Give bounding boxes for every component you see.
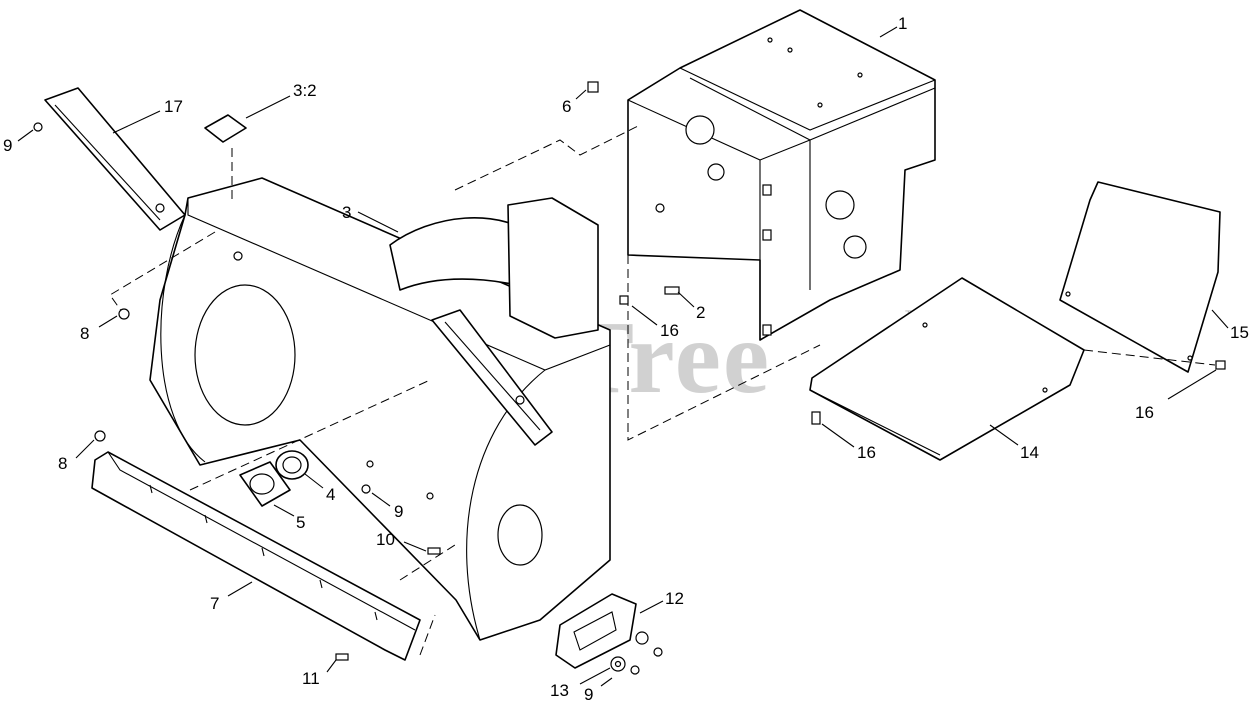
part-15-cover-plate[interactable] xyxy=(1059,181,1221,373)
callout-3: 3 xyxy=(342,203,351,222)
part-5-flange[interactable] xyxy=(239,461,291,507)
part-8-bolt-upper[interactable] xyxy=(118,308,130,320)
part-8-bolt-lower[interactable] xyxy=(94,430,106,442)
callout-10: 10 xyxy=(376,530,395,549)
part-3-2-decal[interactable] xyxy=(204,114,247,143)
callout-12: 12 xyxy=(665,589,684,608)
callout-1: 1 xyxy=(898,14,907,33)
callout-8-lower: 8 xyxy=(58,454,67,473)
part-4-bearing[interactable] xyxy=(275,450,309,480)
callout-9-c: 9 xyxy=(584,685,593,704)
callout-17: 17 xyxy=(164,97,183,116)
part-16-bolt-a[interactable] xyxy=(619,295,629,305)
callout-3-2: 3:2 xyxy=(293,81,317,100)
callout-11: 11 xyxy=(302,669,320,688)
part-9-nut-c[interactable] xyxy=(630,665,640,675)
callout-9-a: 9 xyxy=(3,136,12,155)
part-9-nut-b[interactable] xyxy=(361,484,371,494)
callout-2: 2 xyxy=(696,303,705,322)
callout-13: 13 xyxy=(550,681,569,700)
part-7-scraper-bar[interactable] xyxy=(91,451,421,661)
part-9-nut-a[interactable] xyxy=(33,122,43,132)
callout-15: 15 xyxy=(1230,323,1249,342)
part-2-bolt[interactable] xyxy=(664,286,680,295)
part-deflector-right[interactable] xyxy=(431,309,553,446)
part-16-bolt-c[interactable] xyxy=(1215,360,1226,370)
part-13-washer[interactable] xyxy=(610,656,626,672)
callout-7: 7 xyxy=(210,594,219,613)
callout-6: 6 xyxy=(562,97,571,116)
callout-9-b: 9 xyxy=(394,502,403,521)
leader-lines xyxy=(17,26,1229,687)
part-11-bolt[interactable] xyxy=(335,653,349,661)
part-17-deflector[interactable] xyxy=(44,87,186,231)
part-6-bolt[interactable] xyxy=(587,81,599,93)
callout-16-b: 16 xyxy=(857,443,876,462)
callout-4: 4 xyxy=(326,485,335,504)
part-3-auger-housing[interactable] xyxy=(149,177,611,641)
callout-labels: 1 2 3 3:2 4 5 6 7 8 8 9 9 9 10 11 12 13 … xyxy=(3,14,1249,704)
callout-8-upper: 8 xyxy=(80,324,89,343)
part-14-bottom-panel[interactable] xyxy=(809,277,1085,461)
callout-16-a: 16 xyxy=(660,321,679,340)
part-16-bolt-b[interactable] xyxy=(811,411,821,425)
callout-5: 5 xyxy=(296,513,305,532)
part-12-skid-shoe[interactable] xyxy=(555,593,663,669)
part-10-bolt[interactable] xyxy=(427,547,441,555)
callout-16-c: 16 xyxy=(1135,403,1154,422)
callout-14: 14 xyxy=(1020,443,1039,462)
part-1-frame[interactable] xyxy=(627,9,936,341)
